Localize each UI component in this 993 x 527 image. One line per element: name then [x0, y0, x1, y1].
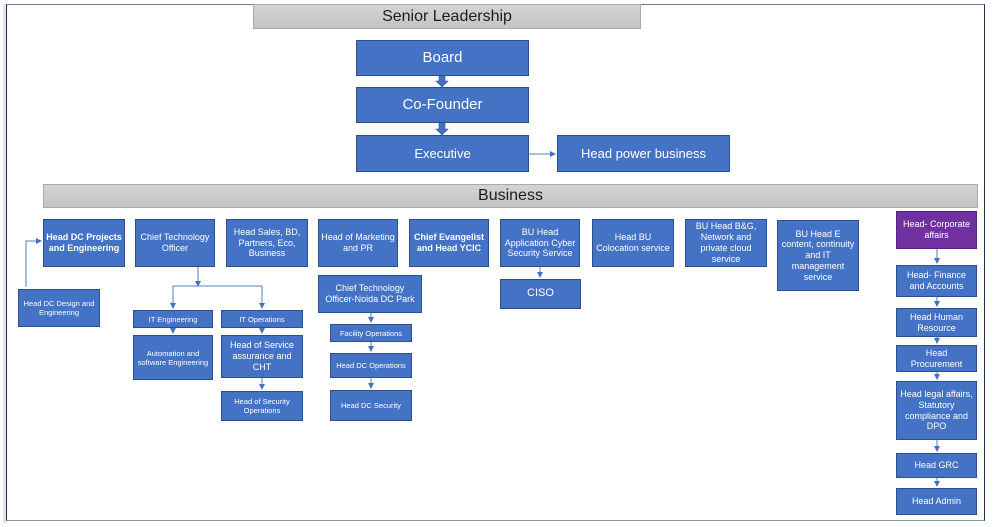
head-finance-box[interactable]: Head- Finance and Accounts [896, 265, 977, 297]
bu-head-e-content-box[interactable]: BU Head E content, continuity and IT man… [777, 220, 859, 291]
bu-head-cyber-security-box[interactable]: BU Head Application Cyber Security Servi… [500, 219, 580, 267]
head-corporate-affairs-box[interactable]: Head- Corporate affairs [896, 211, 977, 249]
frame-shadow [3, 4, 6, 523]
senior-leadership-header: Senior Leadership [253, 4, 641, 29]
head-hr-box[interactable]: Head Human Resource [896, 308, 977, 337]
head-dc-design-box[interactable]: Head DC Design and Engineering [18, 289, 100, 327]
executive-box[interactable]: Executive [356, 135, 529, 172]
head-marketing-box[interactable]: Head of Marketing and PR [318, 219, 398, 267]
head-sales-box[interactable]: Head Sales, BD, Partners, Eco, Business [226, 219, 308, 267]
board-box[interactable]: Board [356, 40, 529, 76]
it-engineering-box[interactable]: IT Engineering [133, 310, 213, 328]
head-procurement-box[interactable]: Head Procurement [896, 345, 977, 372]
ciso-box[interactable]: CISO [500, 279, 581, 309]
head-dc-security-box[interactable]: Head DC Security [330, 390, 412, 421]
cto-box[interactable]: Chief Technology Officer [135, 219, 215, 267]
head-grc-box[interactable]: Head GRC [896, 453, 977, 478]
head-dc-operations-box[interactable]: Head DC Operations [330, 353, 412, 378]
chief-evangelist-box[interactable]: Chief Evangelist and Head YCIC [409, 219, 489, 267]
head-legal-box[interactable]: Head legal affairs, Statutory compliance… [896, 381, 977, 440]
facility-operations-box[interactable]: Facility Operations [330, 324, 412, 342]
cto-noida-box[interactable]: Chief Technology Officer-Noida DC Park [318, 275, 422, 313]
security-operations-box[interactable]: Head of Security Operations [221, 391, 303, 421]
head-bu-colocation-box[interactable]: Head BU Colocation service [592, 219, 674, 267]
head-dc-projects-box[interactable]: Head DC Projects and Engineering [43, 219, 125, 267]
head-admin-box[interactable]: Head Admin [896, 488, 977, 515]
service-assurance-box[interactable]: Head of Service assurance and CHT [221, 335, 303, 378]
it-operations-box[interactable]: IT Operations [221, 310, 303, 328]
automation-software-box[interactable]: Automation and software Engineering [133, 335, 213, 380]
business-header: Business [43, 184, 978, 208]
co-founder-box[interactable]: Co-Founder [356, 87, 529, 123]
head-power-business-box[interactable]: Head power business [557, 135, 730, 172]
bu-head-bg-network-box[interactable]: BU Head B&G, Network and private cloud s… [685, 219, 767, 267]
